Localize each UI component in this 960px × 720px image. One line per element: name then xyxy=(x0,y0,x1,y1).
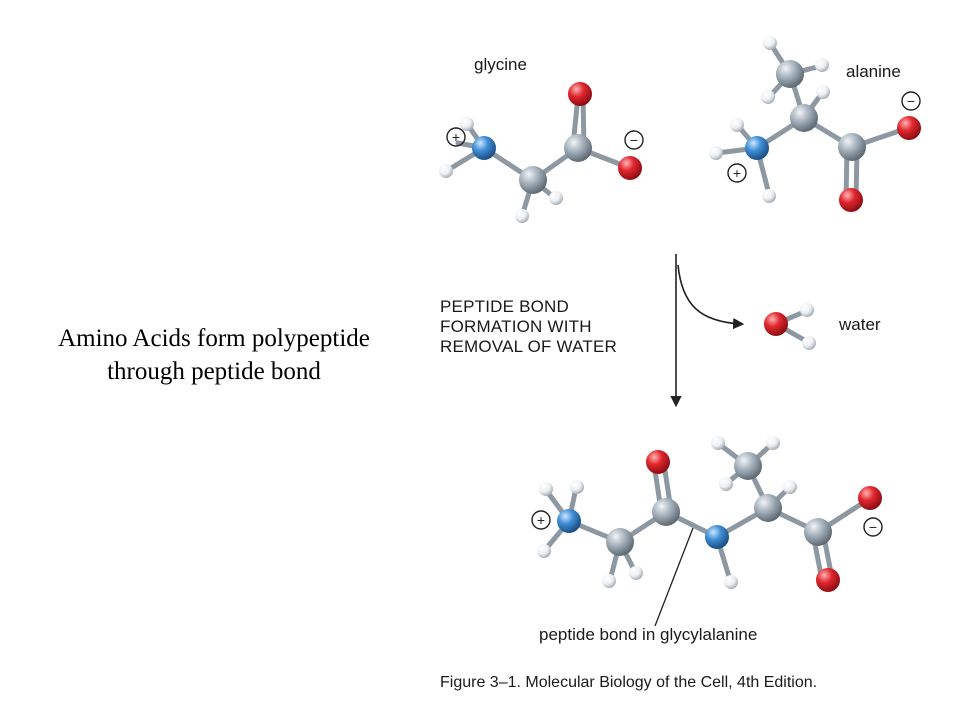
oxygen-atom xyxy=(816,568,840,592)
reaction-label-line-1: PEPTIDE BOND xyxy=(440,297,569,316)
carbon-atom xyxy=(790,104,818,132)
negative-charge-icon xyxy=(901,91,921,111)
dipeptide-charges xyxy=(531,510,883,537)
carbon-atom xyxy=(652,498,680,526)
negative-charge-icon xyxy=(863,517,883,537)
alanine-label: alanine xyxy=(846,62,901,81)
negative-charge-icon xyxy=(624,130,644,150)
peptide-bond-leader-line xyxy=(654,527,694,627)
hydrogen-atom xyxy=(761,90,775,104)
glycine-plus-sign: + xyxy=(452,129,460,145)
carbon-atom xyxy=(519,166,547,194)
hydrogen-atom xyxy=(629,566,643,580)
hydrogen-atom xyxy=(783,480,797,494)
carbon-atom xyxy=(564,134,592,162)
alanine-atoms xyxy=(709,36,921,212)
hydrogen-atom xyxy=(816,85,830,99)
alanine-plus-sign: + xyxy=(733,165,741,181)
hydrogen-atom xyxy=(515,209,529,223)
positive-charge-icon xyxy=(531,510,551,530)
hydrogen-atom xyxy=(766,436,780,450)
oxygen-atom xyxy=(858,486,882,510)
hydrogen-atom xyxy=(537,544,551,558)
alanine-minus-sign: − xyxy=(907,93,915,109)
oxygen-atom xyxy=(764,312,788,336)
hydrogen-atom xyxy=(539,482,553,496)
carbon-atom xyxy=(804,518,832,546)
glycine-molecule: + − xyxy=(439,82,644,223)
hydrogen-atom xyxy=(709,146,723,160)
glycine-minus-sign: − xyxy=(630,132,638,148)
oxygen-atom xyxy=(839,188,863,212)
water-label: water xyxy=(839,315,881,334)
dipeptide-minus-sign: − xyxy=(869,519,877,535)
oxygen-atom xyxy=(618,156,642,180)
water-molecule xyxy=(764,303,816,350)
reaction-label: PEPTIDE BOND FORMATION WITH REMOVAL OF W… xyxy=(440,297,617,357)
dipeptide-plus-sign: + xyxy=(537,512,545,528)
dipeptide-bonds xyxy=(542,441,872,583)
carbon-atom xyxy=(776,60,804,88)
hydrogen-atom xyxy=(439,164,453,178)
carbon-atom xyxy=(754,494,782,522)
positive-charge-icon xyxy=(727,163,747,183)
nitrogen-atom xyxy=(557,509,581,533)
caption-line-2: through peptide bond xyxy=(107,358,321,385)
hydrogen-atom xyxy=(800,303,814,317)
curved-arrow-icon xyxy=(677,264,745,330)
nitrogen-atom xyxy=(472,136,496,160)
slide-caption: Amino Acids form polypeptide through pep… xyxy=(0,322,428,388)
glycine-label: glycine xyxy=(474,55,527,74)
hydrogen-atom xyxy=(762,189,776,203)
nitrogen-atom xyxy=(745,136,769,160)
reaction-label-line-3: REMOVAL OF WATER xyxy=(440,337,617,356)
hydrogen-atom xyxy=(763,36,777,50)
reaction-label-line-2: FORMATION WITH xyxy=(440,317,592,336)
hydrogen-atom xyxy=(570,480,584,494)
positive-charge-icon xyxy=(446,127,466,147)
hydrogen-atom xyxy=(460,117,474,131)
carbon-atom xyxy=(606,528,634,556)
carbon-atom xyxy=(838,133,866,161)
reaction-arrows xyxy=(670,254,745,408)
alanine-molecule: − + xyxy=(709,36,921,212)
alanine-charges xyxy=(727,91,921,183)
oxygen-atom xyxy=(568,82,592,106)
nitrogen-atom xyxy=(705,525,729,549)
hydrogen-atom xyxy=(802,336,816,350)
peptide-bond-label: peptide bond in glycylalanine xyxy=(539,625,758,644)
oxygen-atom xyxy=(897,116,921,140)
oxygen-atom xyxy=(646,450,670,474)
glycine-charges xyxy=(446,127,644,150)
caption-line-1: Amino Acids form polypeptide xyxy=(58,325,370,352)
carbon-atom xyxy=(734,452,762,480)
hydrogen-atom xyxy=(730,118,744,132)
hydrogen-atom xyxy=(815,58,829,72)
hydrogen-atom xyxy=(724,575,738,589)
figure-caption: Figure 3–1. Molecular Biology of the Cel… xyxy=(440,674,818,691)
hydrogen-atom xyxy=(719,477,733,491)
glycine-atoms xyxy=(439,82,642,223)
hydrogen-atom xyxy=(549,191,563,205)
glycylalanine-molecule: + − xyxy=(531,436,883,627)
dipeptide-atoms xyxy=(537,436,882,592)
hydrogen-atom xyxy=(711,436,725,450)
hydrogen-atom xyxy=(602,574,616,588)
